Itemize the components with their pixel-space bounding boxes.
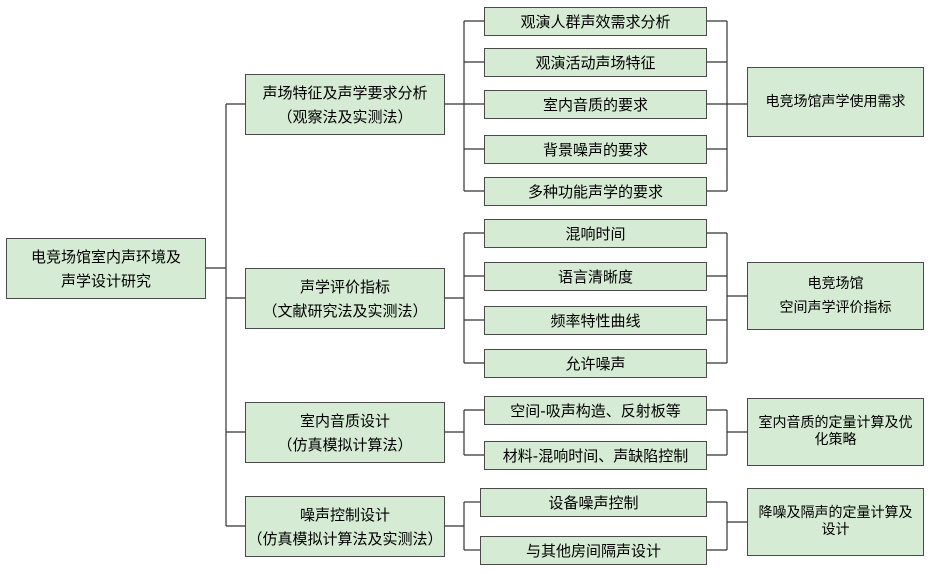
item-node: 频率特性曲线 bbox=[484, 306, 707, 335]
branch-title: 室内音质设计 bbox=[299, 411, 390, 430]
root-line-1: 电竞场馆室内声环境及 bbox=[30, 247, 181, 266]
item-node: 与其他房间隔声设计 bbox=[480, 536, 707, 565]
item-node: 设备噪声控制 bbox=[480, 488, 707, 517]
outcome-line: 室内音质的定量计算及优 bbox=[758, 415, 913, 431]
item-node: 观演活动声场特征 bbox=[484, 48, 707, 77]
outcome-node-4: 降噪及隔声的定量计算及 设计 bbox=[747, 488, 924, 556]
root-node: 电竞场馆室内声环境及 声学设计研究 bbox=[6, 238, 206, 299]
branch-title: 声场特征及声学要求分析 bbox=[262, 83, 428, 102]
outcome-line: 电竞场馆 bbox=[807, 276, 864, 292]
branch-title: 噪声控制设计 bbox=[299, 505, 390, 524]
branch-method: （仿真模拟计算法） bbox=[277, 435, 413, 454]
branch-node-2: 声学评价指标 （文献研究法及实测法） bbox=[245, 268, 445, 329]
item-node: 室内音质的要求 bbox=[484, 90, 707, 119]
item-node: 多种功能声学的要求 bbox=[484, 177, 707, 206]
outcome-node-3: 室内音质的定量计算及优 化策略 bbox=[747, 398, 924, 466]
item-node: 语言清晰度 bbox=[484, 262, 707, 291]
branch-node-3: 室内音质设计 （仿真模拟计算法） bbox=[245, 402, 445, 463]
branch-method: （观察法及实测法） bbox=[277, 107, 413, 126]
item-node: 混响时间 bbox=[484, 219, 707, 248]
item-node: 观演人群声效需求分析 bbox=[484, 7, 707, 36]
outcome-node-1: 电竞场馆声学使用需求 bbox=[747, 67, 924, 137]
branch-title: 声学评价指标 bbox=[299, 277, 390, 296]
branch-node-1: 声场特征及声学要求分析 （观察法及实测法） bbox=[245, 74, 445, 135]
branch-method: （仿真模拟计算法及实测法） bbox=[247, 529, 443, 548]
outcome-node-2: 电竞场馆 空间声学评价指标 bbox=[747, 262, 924, 330]
item-node: 材料-混响时间、声缺陷控制 bbox=[484, 441, 707, 470]
outcome-line: 电竞场馆声学使用需求 bbox=[765, 94, 906, 110]
root-line-2: 声学设计研究 bbox=[60, 271, 151, 290]
item-node: 背景噪声的要求 bbox=[484, 135, 707, 164]
outcome-line: 空间声学评价指标 bbox=[779, 300, 892, 316]
outcome-line: 设计 bbox=[821, 522, 850, 538]
branch-node-4: 噪声控制设计 （仿真模拟计算法及实测法） bbox=[245, 496, 445, 557]
item-node: 允许噪声 bbox=[484, 349, 707, 378]
branch-method: （文献研究法及实测法） bbox=[262, 301, 428, 320]
outcome-line: 化策略 bbox=[814, 432, 857, 448]
item-node: 空间-吸声构造、反射板等 bbox=[484, 396, 707, 425]
outcome-line: 降噪及隔声的定量计算及 bbox=[758, 505, 913, 521]
